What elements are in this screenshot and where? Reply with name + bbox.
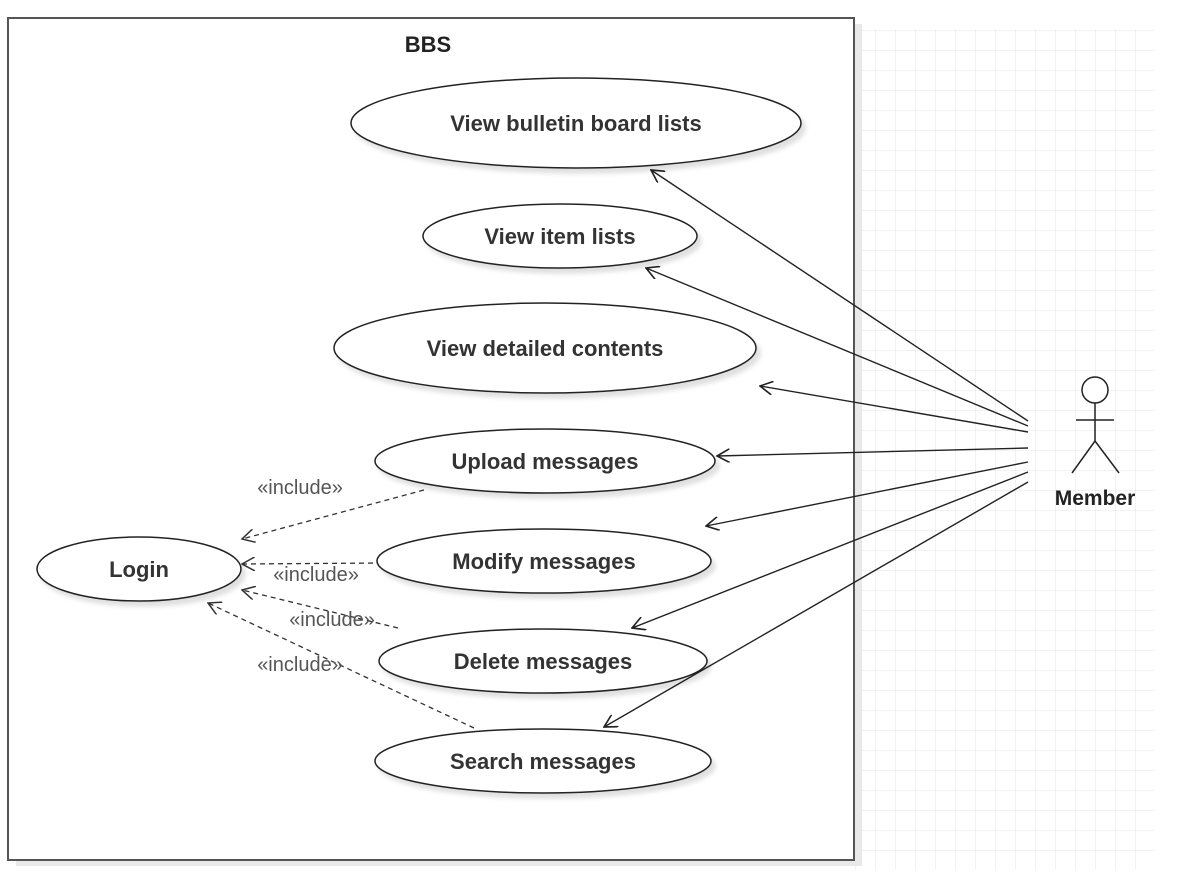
use-case-view-bulletin-board-lists[interactable]: View bulletin board lists [350, 77, 802, 169]
include-upload-to-login [242, 489, 425, 539]
association-modify-messages [706, 461, 1029, 526]
use-case-search-messages[interactable]: Search messages [374, 728, 712, 794]
use-case-view-detailed-contents[interactable]: View detailed contents [333, 302, 757, 394]
use-case-label: Login [109, 557, 169, 582]
association-delete-messages [632, 471, 1029, 628]
use-case-label: Modify messages [452, 549, 635, 574]
association-view-bulletin-board-lists [651, 170, 1029, 422]
association-upload-messages [717, 447, 1029, 456]
use-case-label: Upload messages [451, 449, 638, 474]
include-label-upload: «include» [257, 477, 343, 499]
actor-head [1081, 376, 1109, 404]
associations [604, 170, 1029, 727]
include-label-delete: «include» [289, 609, 375, 631]
use-case-login[interactable]: Login [36, 536, 242, 602]
include-labels: «include» «include» «include» «include» [257, 477, 375, 676]
grid-background [855, 30, 1155, 870]
include-label-modify: «include» [273, 564, 359, 586]
actor-right-leg [1094, 440, 1120, 474]
actor-name: Member [1055, 487, 1136, 510]
use-case-label: View item lists [484, 224, 635, 249]
use-case-modify-messages[interactable]: Modify messages [376, 528, 712, 594]
association-view-detailed-contents [760, 386, 1029, 433]
actor-left-leg [1071, 440, 1096, 474]
use-case-upload-messages[interactable]: Upload messages [374, 428, 716, 494]
use-case-label: View bulletin board lists [450, 111, 701, 136]
include-search-to-login [208, 603, 475, 729]
association-search-messages [604, 481, 1029, 727]
use-case-label: Search messages [450, 749, 636, 774]
use-case-label: Delete messages [454, 649, 633, 674]
include-dependencies [208, 489, 475, 729]
use-case-label: View detailed contents [427, 336, 664, 361]
use-case-delete-messages[interactable]: Delete messages [378, 628, 708, 694]
system-title: BBS [405, 32, 451, 57]
use-case-view-item-lists[interactable]: View item lists [422, 203, 698, 269]
include-label-search: «include» [257, 654, 343, 676]
actor-member[interactable] [1071, 376, 1120, 474]
association-view-item-lists [646, 268, 1029, 427]
